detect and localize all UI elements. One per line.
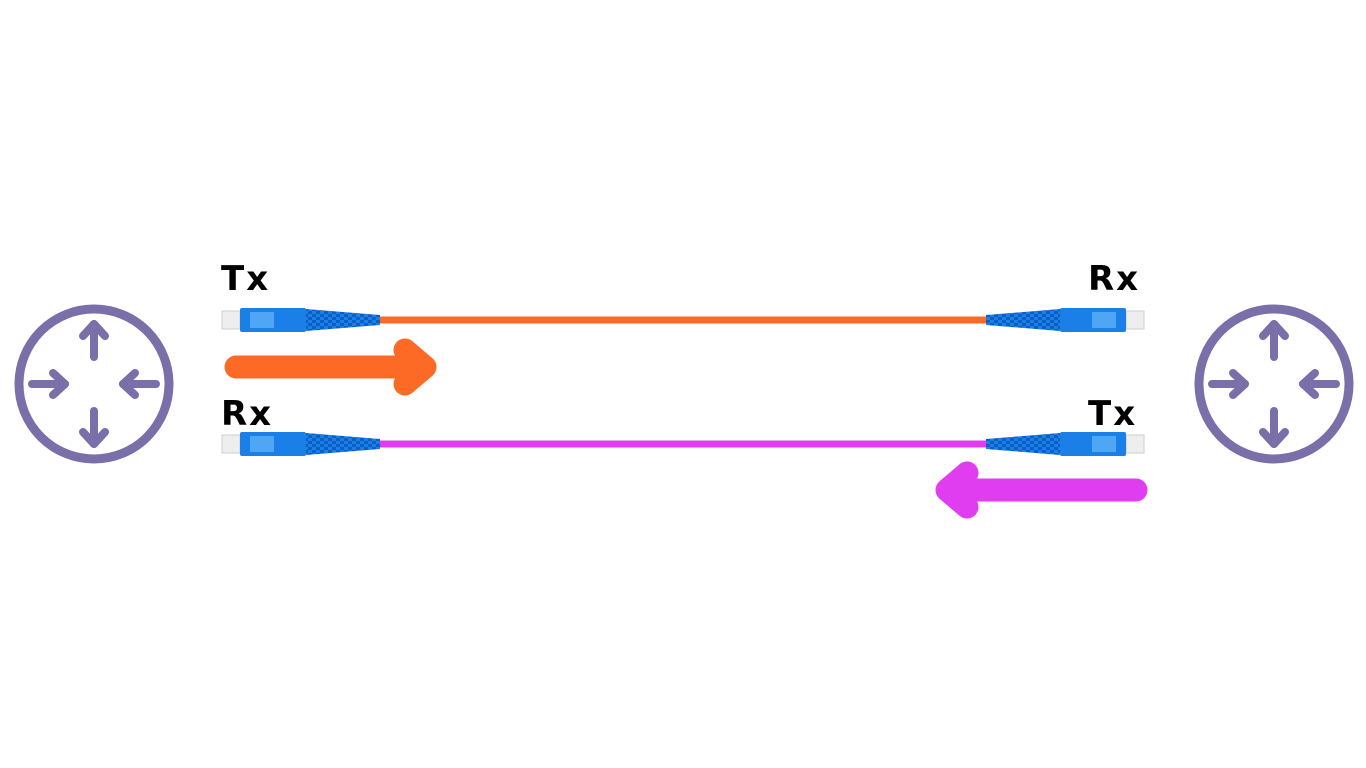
bottom-left-port-label: Rx	[221, 394, 274, 434]
top-right-sc-connector-icon	[986, 308, 1145, 332]
bottom-right-port-label: Tx	[1088, 394, 1138, 434]
right-router-icon	[1194, 304, 1354, 464]
left-router-icon	[14, 304, 174, 464]
bottom-left-sc-connector-icon	[221, 432, 380, 456]
top-right-port-label: Rx	[1088, 259, 1141, 299]
top-left-sc-connector-icon	[221, 308, 380, 332]
bottom-right-sc-connector-icon	[986, 432, 1145, 456]
top-left-port-label: Tx	[221, 259, 271, 299]
top-direction-arrow-icon	[224, 338, 437, 396]
bottom-direction-arrow-icon	[935, 461, 1148, 519]
